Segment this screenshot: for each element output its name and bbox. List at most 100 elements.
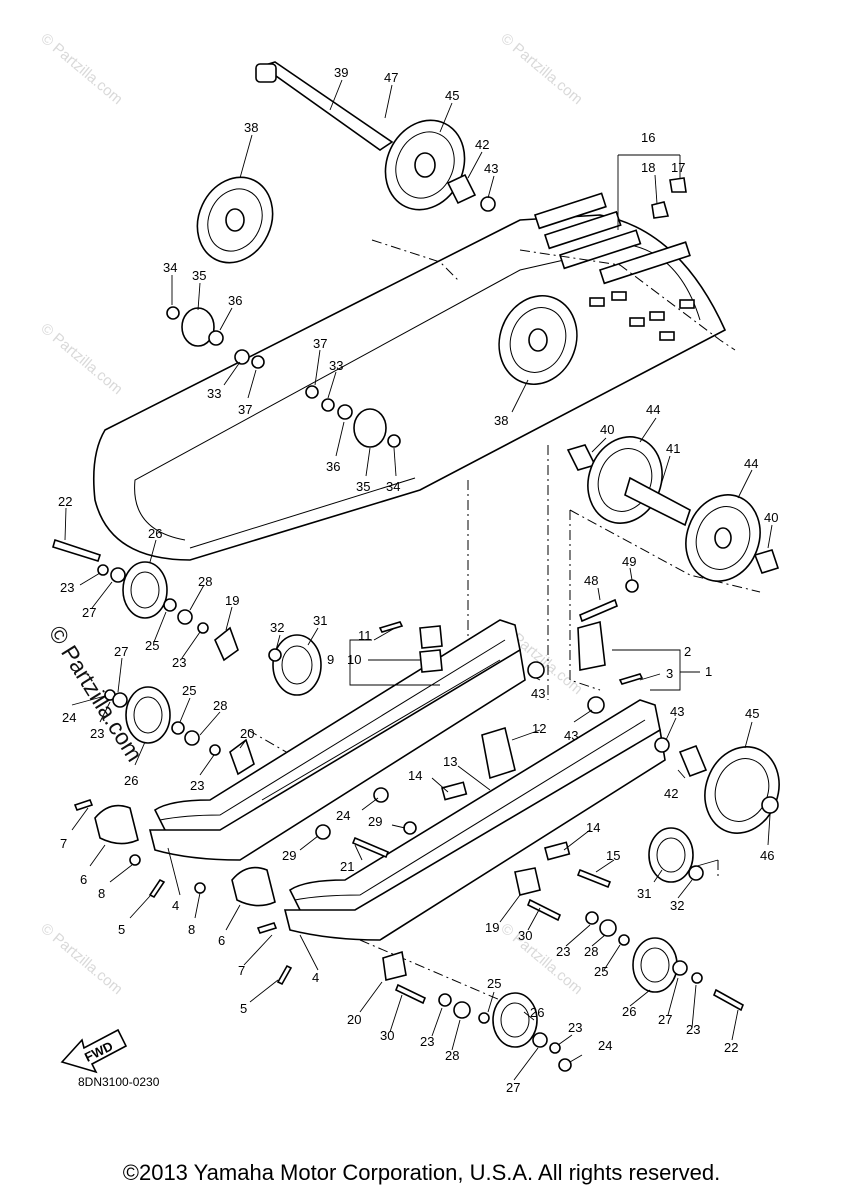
wheel-38-middle (498, 294, 578, 386)
callout-label: 23 (60, 580, 74, 595)
callout-label: 48 (584, 573, 598, 588)
callout-label: 40 (764, 510, 778, 525)
callout-label: 32 (270, 620, 284, 635)
callout-label: 22 (58, 494, 72, 509)
callout-label: 43 (670, 704, 684, 719)
callout-label: 23 (568, 1020, 582, 1035)
callout-label: 40 (600, 422, 614, 437)
callout-label: 15 (606, 848, 620, 863)
callout-label: 14 (408, 768, 422, 783)
callout-label: 25 (594, 964, 608, 979)
callout-label: 31 (313, 613, 327, 628)
slider-shoes (94, 804, 276, 907)
callout-label: 46 (760, 848, 774, 863)
callout-label: 32 (670, 898, 684, 913)
callout-label: 28 (213, 698, 227, 713)
callout-label: 4 (312, 970, 319, 985)
callout-label: 33 (329, 358, 343, 373)
callout-label: 11 (358, 628, 372, 643)
callout-label: 43 (531, 686, 545, 701)
callout-label: 29 (368, 814, 382, 829)
callout-label: 7 (60, 836, 67, 851)
watermark-text: © Partzilla.com (37, 320, 125, 398)
callout-label: 26 (124, 773, 138, 788)
callout-label: 30 (380, 1028, 394, 1043)
document-code: 8DN3100-0230 (78, 1075, 160, 1089)
callout-label: 10 (347, 652, 361, 667)
callout-label: 45 (745, 706, 759, 721)
callout-label: 35 (192, 268, 206, 283)
callout-label: 3 (666, 666, 673, 681)
callout-label: 27 (114, 644, 128, 659)
leader-lines (64, 79, 773, 1081)
callout-label: 18 (641, 160, 655, 175)
callout-label: 19 (485, 920, 499, 935)
callout-label: 19 (225, 593, 239, 608)
callout-label: 5 (118, 922, 125, 937)
callout-label: 12 (532, 721, 546, 736)
callout-label: 38 (494, 413, 508, 428)
watermark-logo-text: © Partzilla.com (44, 621, 148, 766)
callout-label: 23 (556, 944, 570, 959)
callout-label: 27 (658, 1012, 672, 1027)
callout-label: 42 (475, 137, 489, 152)
callout-label: 26 (530, 1005, 544, 1020)
callout-label: 25 (145, 638, 159, 653)
callout-label: 9 (327, 652, 334, 667)
callout-label: 41 (666, 441, 680, 456)
callout-label: 27 (82, 605, 96, 620)
callout-label: 39 (334, 65, 348, 80)
callout-label: 44 (744, 456, 758, 471)
upper-shaft-39 (255, 61, 394, 151)
brackets (214, 620, 606, 981)
callout-label: 28 (445, 1048, 459, 1063)
callout-label: 28 (584, 944, 598, 959)
callout-label: 44 (646, 402, 660, 417)
callout-label: 23 (190, 778, 204, 793)
callout-label: 34 (386, 479, 400, 494)
inner-hardware (166, 306, 401, 448)
callout-label: 33 (207, 386, 221, 401)
callout-label: 24 (598, 1038, 612, 1053)
callout-label: 20 (240, 726, 254, 741)
callout-label: 7 (238, 963, 245, 978)
callout-label: 43 (564, 728, 578, 743)
callout-label: 1 (705, 664, 712, 679)
callout-label: 37 (238, 402, 252, 417)
slide-rail-right (283, 699, 666, 941)
callout-label: 22 (724, 1040, 738, 1055)
callout-label: 38 (244, 120, 258, 135)
callout-label: 14 (586, 820, 600, 835)
callout-label: 26 (622, 1004, 636, 1019)
callout-label: 47 (384, 70, 398, 85)
callout-label: 20 (347, 1012, 361, 1027)
callout-label: 2 (684, 644, 691, 659)
callout-label: 6 (80, 872, 87, 887)
callout-label: 25 (182, 683, 196, 698)
callout-label: 8 (98, 886, 105, 901)
callout-label: 36 (326, 459, 340, 474)
callout-label: 23 (420, 1034, 434, 1049)
callout-label: 45 (445, 88, 459, 103)
callout-label: 34 (163, 260, 177, 275)
callout-label: 4 (172, 898, 179, 913)
fwd-arrow-icon: FWD (60, 1028, 128, 1074)
callout-label: 24 (62, 710, 76, 725)
wheel-45-top (384, 119, 466, 211)
callout-label: 6 (218, 933, 225, 948)
callout-label: 23 (90, 726, 104, 741)
callout-label: 13 (443, 754, 457, 769)
watermark-text: © Partzilla.com (497, 920, 585, 998)
callout-label: 24 (336, 808, 350, 823)
watermark-text: © Partzilla.com (37, 30, 125, 108)
callout-label: 23 (172, 655, 186, 670)
callout-label: 29 (282, 848, 296, 863)
callout-label: 28 (198, 574, 212, 589)
callout-label: 26 (148, 526, 162, 541)
callout-label: 21 (340, 859, 354, 874)
callout-label: 5 (240, 1001, 247, 1016)
callout-label: 49 (622, 554, 636, 569)
callout-label: 23 (686, 1022, 700, 1037)
callout-label: 25 (487, 976, 501, 991)
callout-labels: 39 47 45 38 42 43 16 18 17 34 35 36 33 3… (58, 65, 778, 1095)
